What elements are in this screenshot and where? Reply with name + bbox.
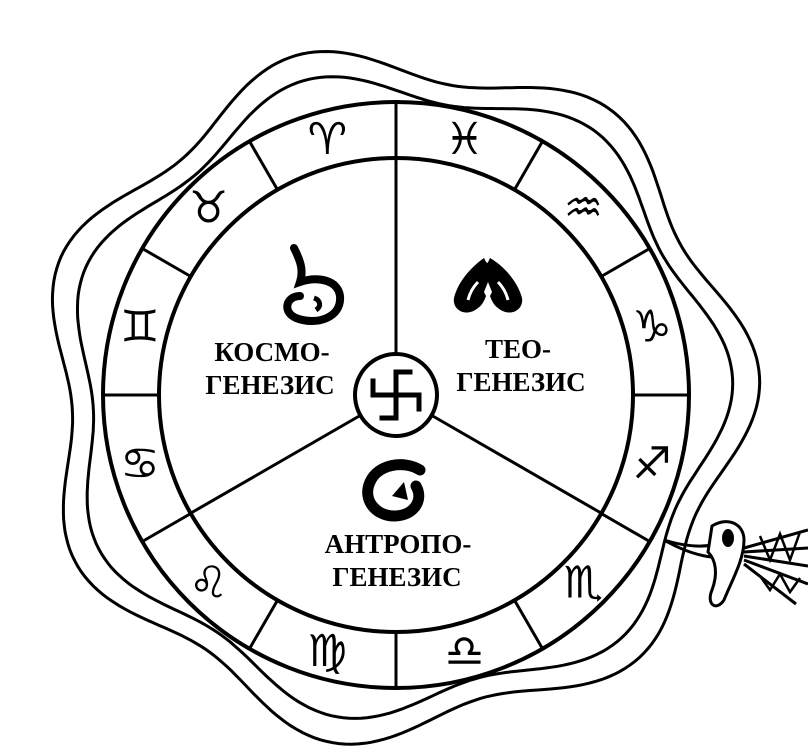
ring-divider	[142, 514, 191, 542]
ring-divider	[601, 249, 650, 277]
sector-label-line2: ГЕНЕЗИС	[332, 562, 461, 592]
sector-label-line1: АНТРОПО-	[325, 529, 472, 559]
ring-divider	[250, 141, 278, 190]
swastika-icon	[355, 354, 437, 436]
aries-icon: ♈	[308, 114, 347, 165]
ring-divider	[515, 141, 543, 190]
cosmogenesis-symbol	[287, 248, 340, 321]
ring-divider	[142, 249, 191, 277]
aquarius-icon: ♒	[564, 183, 603, 234]
sector-label-line1: КОСМО-	[214, 337, 329, 367]
anthropogenesis-symbol	[368, 465, 420, 516]
capricorn-icon: ♑	[632, 301, 671, 352]
libra-icon: ♎	[445, 626, 484, 677]
theogenesis-symbol	[454, 258, 522, 313]
sector-label-line2: ГЕНЕЗИС	[205, 370, 334, 400]
virgo-icon: ♍	[308, 626, 347, 677]
scorpio-icon: ♏	[564, 557, 603, 608]
sector-label-theo: ТЕО- ГЕНЕЗИС	[456, 334, 585, 397]
ring-divider	[250, 600, 278, 649]
cancer-icon: ♋	[120, 439, 159, 490]
serpent-ouroboros-icon	[52, 52, 808, 745]
pisces-icon: ♓	[445, 114, 484, 165]
sector-label-anthropo: АНТРОПО- ГЕНЕЗИС	[325, 529, 472, 592]
sagittarius-icon: ♐	[632, 439, 671, 490]
sector-label-line1: ТЕО-	[485, 334, 551, 364]
sector-label-line2: ГЕНЕЗИС	[456, 367, 585, 397]
gemini-icon: ♊	[120, 301, 159, 352]
leo-icon: ♌	[189, 557, 228, 608]
ring-divider	[515, 600, 543, 649]
ring-divider	[601, 514, 650, 542]
serpent-head-icon	[664, 522, 808, 606]
taurus-icon: ♉	[189, 183, 228, 234]
sector-label-cosmo: КОСМО- ГЕНЕЗИС	[205, 337, 334, 400]
